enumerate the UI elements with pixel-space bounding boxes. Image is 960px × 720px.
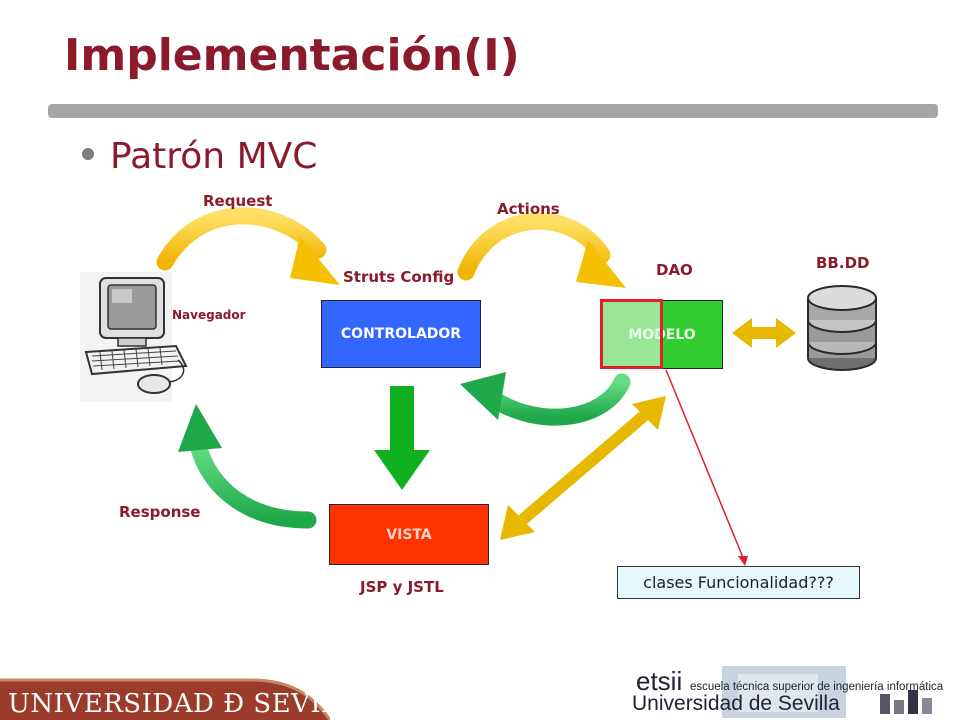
title-divider: [48, 104, 938, 118]
slide-title: Implementación(I): [64, 30, 520, 81]
model-db-double-arrow: [732, 318, 796, 348]
controlador-label: CONTROLADOR: [340, 326, 462, 342]
controller-to-view-arrow: [374, 386, 430, 490]
view-model-double-arrow: [500, 396, 666, 540]
etsii-logo: etsii escuela técnica superior de ingeni…: [632, 666, 944, 718]
actions-arrow: [457, 212, 626, 288]
bullet-item: Patrón MVC: [82, 136, 317, 177]
callout-box: clases Funcionalidad???: [617, 566, 860, 599]
actions-label: Actions: [497, 200, 560, 218]
jsp-jstl-label: JSP y JSTL: [360, 578, 444, 596]
navegador-label: Navegador: [172, 308, 246, 322]
model-to-controller-arrow: [460, 372, 631, 426]
etsii-university-text: Universidad de Sevilla: [632, 692, 840, 715]
callout-pointer-head: [738, 556, 748, 566]
etsii-text: etsii: [636, 666, 682, 696]
etsii-subtitle: escuela técnica superior de ingeniería i…: [690, 681, 944, 693]
bullet-text: Patrón MVC: [110, 136, 318, 177]
callout-pointer-line: [665, 369, 745, 561]
request-arrow: [156, 207, 340, 285]
database-icon: [807, 285, 877, 371]
computer-icon: [80, 272, 188, 402]
vista-label: VISTA: [386, 526, 432, 543]
struts-config-label: Struts Config: [343, 268, 455, 286]
dao-label: DAO: [656, 261, 693, 279]
university-banner-text: UNIVERSIDAD Ð SEVILLA: [8, 689, 330, 719]
response-label: Response: [119, 503, 201, 521]
request-label: Request: [203, 192, 273, 210]
modelo-highlight: [602, 301, 662, 368]
bbdd-label: BB.DD: [816, 254, 870, 272]
bullet-dot-icon: [82, 148, 94, 160]
controlador-box: CONTROLADOR: [321, 300, 481, 368]
modelo-red-outline: [600, 299, 663, 369]
university-banner: UNIVERSIDAD Ð SEVILLA: [0, 678, 330, 720]
response-arrow: [178, 404, 317, 529]
vista-box: VISTA: [329, 504, 489, 565]
